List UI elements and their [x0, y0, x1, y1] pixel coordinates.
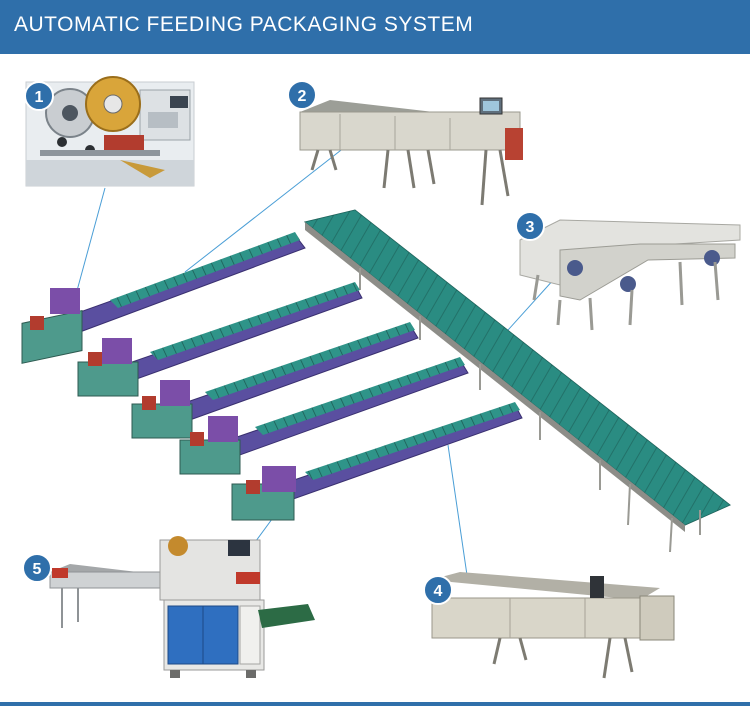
badge-number-1: 1	[35, 89, 44, 106]
photo-film-reel-unit	[25, 76, 195, 187]
packaging-line-4	[179, 357, 469, 475]
callout-badge-5: 5	[22, 553, 52, 583]
photo-flow-wrapping-machine	[49, 536, 315, 678]
header-bar: AUTOMATIC FEEDING PACKAGING SYSTEM	[0, 0, 750, 54]
packaging-line-1	[21, 232, 306, 364]
packaging-line-2	[77, 282, 363, 397]
callout-badge-2: 2	[287, 80, 317, 110]
footer-rule	[0, 702, 750, 706]
badge-circle-4	[423, 575, 453, 605]
leader-line-4	[447, 444, 469, 583]
badge-circle-3	[515, 211, 545, 241]
callout-badge-1: 1	[24, 81, 54, 111]
packaging-line-5	[231, 402, 523, 521]
photo-curved-transfer-conveyor	[519, 219, 741, 331]
badge-number-5: 5	[33, 561, 42, 578]
callout-badge-4: 4	[423, 575, 453, 605]
callout-badge-3: 3	[515, 211, 545, 241]
badge-circle-1	[24, 81, 54, 111]
photo-feeding-conveyor	[299, 97, 523, 206]
leader-line-1	[74, 187, 106, 299]
packaging-line-3	[131, 322, 419, 439]
badge-number-4: 4	[434, 583, 443, 600]
badge-circle-2	[287, 80, 317, 110]
badge-number-3: 3	[526, 219, 535, 236]
main-diagonal-conveyor	[303, 209, 731, 553]
photo-alignment-conveyor	[430, 572, 675, 679]
badge-circle-5	[22, 553, 52, 583]
page-title: AUTOMATIC FEEDING PACKAGING SYSTEM	[14, 13, 474, 36]
leader-line-2	[184, 146, 346, 273]
badge-number-2: 2	[298, 88, 307, 105]
